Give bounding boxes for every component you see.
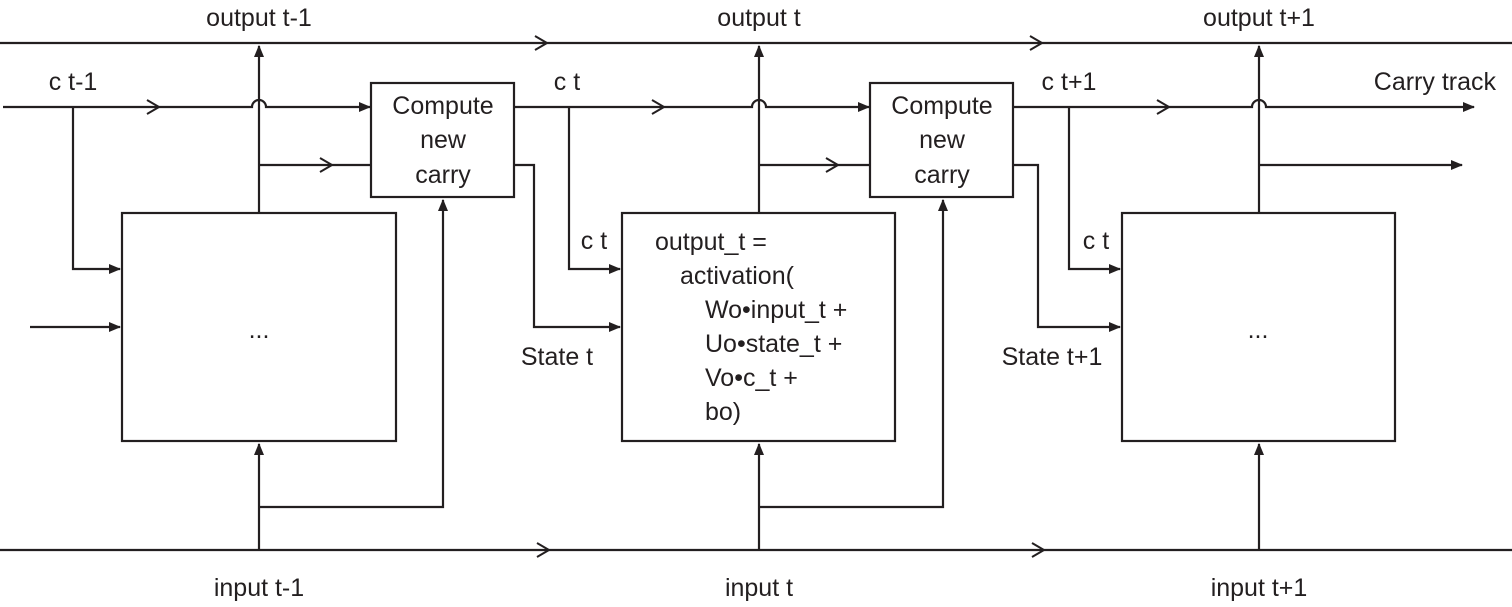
compute-label: new xyxy=(420,126,467,154)
cell-formula-line: activation( xyxy=(680,262,795,290)
carry-track-label: Carry track xyxy=(1374,68,1497,96)
timestep-block-t-plus-1: c t+1 Carry track c t State t+1 ... xyxy=(1002,46,1497,550)
compute-carry-box-2 xyxy=(868,81,1015,199)
cell-formula-line: bo) xyxy=(705,398,741,426)
state-label-t-plus-1: State t+1 xyxy=(1002,343,1103,371)
compute-label: carry xyxy=(914,161,970,189)
cell-formula-line: output_t = xyxy=(655,228,767,256)
input-track-chevron xyxy=(1031,542,1046,558)
carry-label-t-plus-1: c t+1 xyxy=(1042,68,1097,96)
output-track-chevron xyxy=(534,35,549,51)
cell-content: ... xyxy=(1248,316,1269,344)
timestep-block-t: c t c t State t output_t = activation( W… xyxy=(514,46,1015,550)
compute-carry-box-1 xyxy=(369,81,516,199)
output-label-t-minus-1: output t-1 xyxy=(206,4,312,32)
cell-formula-line: Wo•input_t + xyxy=(705,296,847,324)
cell-carry-label: c t xyxy=(581,227,607,255)
input-label-t: input t xyxy=(725,574,793,602)
cell-formula-line: Vo•c_t + xyxy=(705,364,798,392)
compute-label: Compute xyxy=(392,92,493,120)
compute-label: new xyxy=(919,126,966,154)
cell-box-t xyxy=(620,211,897,443)
carry-label-t: c t xyxy=(554,68,580,96)
timestep-block-t-minus-1: c t-1 ... Compute new carry xyxy=(3,46,516,550)
cell-content: ... xyxy=(249,316,270,344)
compute-label: Compute xyxy=(891,92,992,120)
carry-label-t-minus-1: c t-1 xyxy=(49,68,98,96)
output-label-t-plus-1: output t+1 xyxy=(1203,4,1315,32)
cell-box-t-plus-1 xyxy=(1120,211,1397,443)
output-label-t: output t xyxy=(717,4,800,32)
output-track-chevron xyxy=(1029,35,1044,51)
cell-carry-label: c t xyxy=(1083,227,1109,255)
input-label-t-plus-1: input t+1 xyxy=(1211,574,1308,602)
input-label-t-minus-1: input t-1 xyxy=(214,574,304,602)
cell-formula-line: Uo•state_t + xyxy=(705,330,842,358)
input-track-chevron xyxy=(536,542,551,558)
cell-box-t-minus-1 xyxy=(120,211,398,443)
compute-label: carry xyxy=(415,161,471,189)
state-label-t: State t xyxy=(521,343,593,371)
